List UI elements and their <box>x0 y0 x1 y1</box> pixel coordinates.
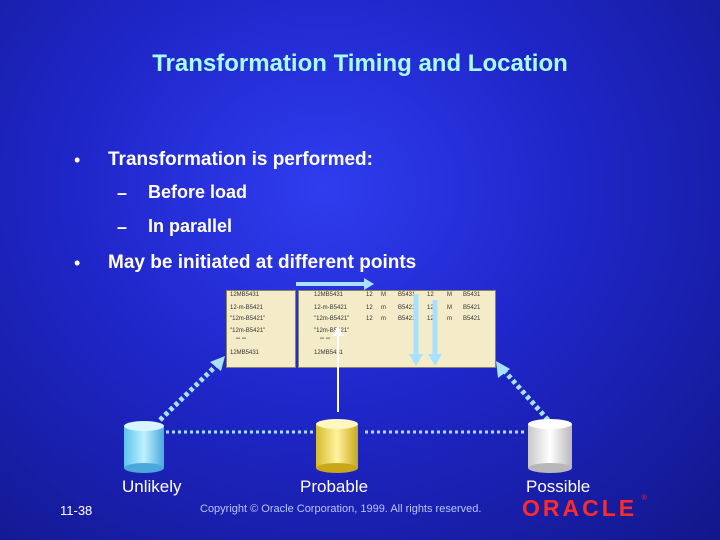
table-cell: 12 <box>366 305 373 311</box>
table-cell: M <box>447 292 452 298</box>
table-cell: B5421 <box>398 305 416 311</box>
label-possible: Possible <box>526 477 591 496</box>
arrow-table-down-2 <box>428 300 442 366</box>
table-cell: B5431 <box>463 292 481 298</box>
oracle-logo-text: ORACLE <box>522 495 638 521</box>
arrow-top-to-table <box>296 278 374 290</box>
table-cell: "12m-B5421" <box>230 316 266 322</box>
dash-marker: – <box>117 217 128 237</box>
database-icon-probable <box>316 419 358 473</box>
page-number: 11-38 <box>60 503 93 518</box>
dotted-arrow-right-up <box>496 361 550 422</box>
oracle-logo: ORACLE ® <box>522 495 647 522</box>
trademark: ® <box>641 495 647 502</box>
table-cell: 12 <box>366 292 373 298</box>
table-cell: M <box>447 305 452 311</box>
bullet-marker: • <box>74 150 81 170</box>
data-panel-main <box>298 290 496 368</box>
table-cell: 12 <box>427 292 434 298</box>
bullet-1: Transformation is performed: <box>108 149 373 170</box>
table-cell: "12m-B5421" <box>314 328 350 334</box>
table-cell: M <box>381 292 386 298</box>
table-cell: 12-m-B5421 <box>314 305 348 311</box>
label-unlikely: Unlikely <box>122 477 182 496</box>
arrow-probable-up <box>332 326 344 412</box>
copyright: Copyright © Oracle Corporation, 1999. Al… <box>200 503 482 515</box>
table-cell: 12MB5431 <box>230 350 260 356</box>
bullet-2: May be initiated at different points <box>108 252 417 273</box>
table-cell: 12 <box>427 305 434 311</box>
database-icon-unlikely <box>124 421 164 473</box>
bullet-marker: • <box>74 253 81 273</box>
table-cell: 12 <box>427 316 434 322</box>
database-icon-possible <box>528 419 572 473</box>
table-cell: "12m-B5421" <box>314 316 350 322</box>
slide-title: Transformation Timing and Location <box>152 50 568 77</box>
data-panel-left <box>226 290 296 368</box>
table-cell: "" "" <box>236 338 247 344</box>
table-cell: B5421 <box>463 316 481 322</box>
label-probable: Probable <box>300 477 369 496</box>
arrow-table-down <box>409 294 423 366</box>
table-cell: B5431 <box>398 292 416 298</box>
table-cell: "" "" <box>320 338 331 344</box>
table-cell: 12MB5431 <box>314 350 344 356</box>
sub-bullet-1: Before load <box>148 182 248 202</box>
table-cell: m <box>447 316 452 322</box>
table-cell: B5421 <box>398 316 416 322</box>
table-cell: 12 <box>366 316 373 322</box>
dash-marker: – <box>117 183 128 203</box>
dotted-arrow-left <box>158 356 225 422</box>
table-cell: m <box>381 316 386 322</box>
table-cell: m <box>381 305 386 311</box>
table-cell: "12m-B5421" <box>230 328 266 334</box>
table-cell: 12MB5431 <box>314 292 344 298</box>
table-cell: B5421 <box>463 305 481 311</box>
sub-bullet-2: In parallel <box>148 216 233 236</box>
table-cell: 12-m-B5421 <box>230 305 264 311</box>
table-cell: 12MB5431 <box>230 292 260 298</box>
